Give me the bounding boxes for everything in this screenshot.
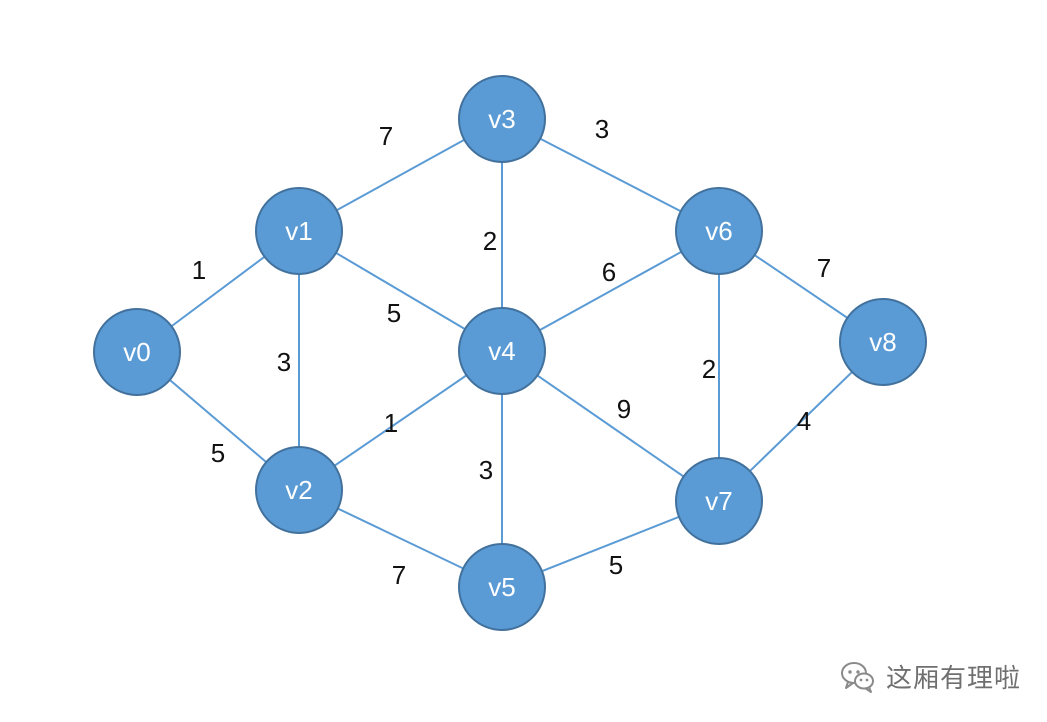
edge-weight-v2-v4: 1	[384, 408, 398, 438]
watermark-text: 这厢有理啦	[886, 663, 1022, 694]
edge-weight-v5-v7: 5	[609, 550, 623, 580]
edge-weight-v2-v5: 7	[392, 560, 406, 590]
watermark: 这厢有理啦	[838, 656, 1021, 696]
edge-weight-v0-v2: 5	[211, 438, 225, 468]
edge-weight-v1-v3: 7	[379, 121, 393, 151]
edge-weight-v7-v8: 4	[797, 406, 811, 436]
node-label-v0: v0	[123, 337, 150, 367]
node-v8: v8	[839, 298, 927, 386]
edge-weight-v3-v6: 3	[595, 114, 609, 144]
node-v6: v6	[675, 187, 763, 275]
node-circle-v0	[93, 308, 181, 396]
edge-weight-v1-v4: 5	[387, 298, 401, 328]
node-circle-v6	[675, 187, 763, 275]
edge-weight-v4-v6: 6	[602, 257, 616, 287]
edge-weights-layer: 1 5 3 7 5 1 7 2 3 3 6 9 5 2 7 4	[192, 114, 831, 590]
edge-weight-v6-v8: 7	[817, 253, 831, 283]
node-circle-v2	[255, 446, 343, 534]
node-v4: v4	[458, 307, 546, 395]
node-circle-v7	[675, 457, 763, 545]
node-label-v4: v4	[488, 336, 515, 366]
nodes-layer: v0 v1 v2 v3 v4 v5 v6 v7 v8	[93, 75, 927, 631]
node-label-v2: v2	[285, 475, 312, 505]
node-circle-v3	[458, 75, 546, 163]
node-v3: v3	[458, 75, 546, 163]
edge-weight-v3-v4: 2	[483, 226, 497, 256]
node-v0: v0	[93, 308, 181, 396]
node-circle-v1	[255, 187, 343, 275]
node-v5: v5	[458, 543, 546, 631]
edge-weight-v4-v7: 9	[617, 394, 631, 424]
wechat-icon	[841, 662, 874, 693]
node-label-v6: v6	[705, 216, 732, 246]
node-label-v3: v3	[488, 104, 515, 134]
node-label-v5: v5	[488, 572, 515, 602]
node-circle-v4	[458, 307, 546, 395]
edge-weight-v0-v1: 1	[192, 255, 206, 285]
node-v1: v1	[255, 187, 343, 275]
node-circle-v8	[839, 298, 927, 386]
node-v2: v2	[255, 446, 343, 534]
node-label-v7: v7	[705, 486, 732, 516]
node-label-v8: v8	[869, 327, 896, 357]
edge-weight-v6-v7: 2	[702, 354, 716, 384]
node-circle-v5	[458, 543, 546, 631]
node-v7: v7	[675, 457, 763, 545]
edge-weight-v4-v5: 3	[479, 455, 493, 485]
edge-weight-v1-v2: 3	[277, 347, 291, 377]
node-label-v1: v1	[285, 216, 312, 246]
